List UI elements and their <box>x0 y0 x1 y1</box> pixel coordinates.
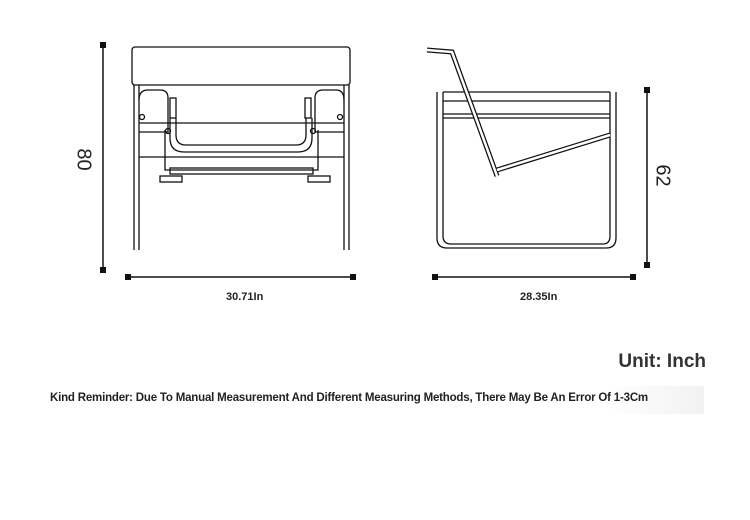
reminder-text: Kind Reminder: Due To Manual Measurement… <box>50 392 648 404</box>
front-width-label: 30.71In <box>226 291 264 303</box>
side-height-label: 62 <box>651 164 674 187</box>
unit-label: Unit: Inch <box>618 351 706 372</box>
side-depth-label: 28.35In <box>520 291 558 303</box>
reminder-banner: Kind Reminder: Due To Manual Measurement… <box>46 386 704 414</box>
dimension-lines <box>100 42 650 280</box>
front-view-drawing <box>131 46 351 250</box>
front-height-label: 80 <box>72 148 95 171</box>
side-view-drawing <box>426 47 617 249</box>
